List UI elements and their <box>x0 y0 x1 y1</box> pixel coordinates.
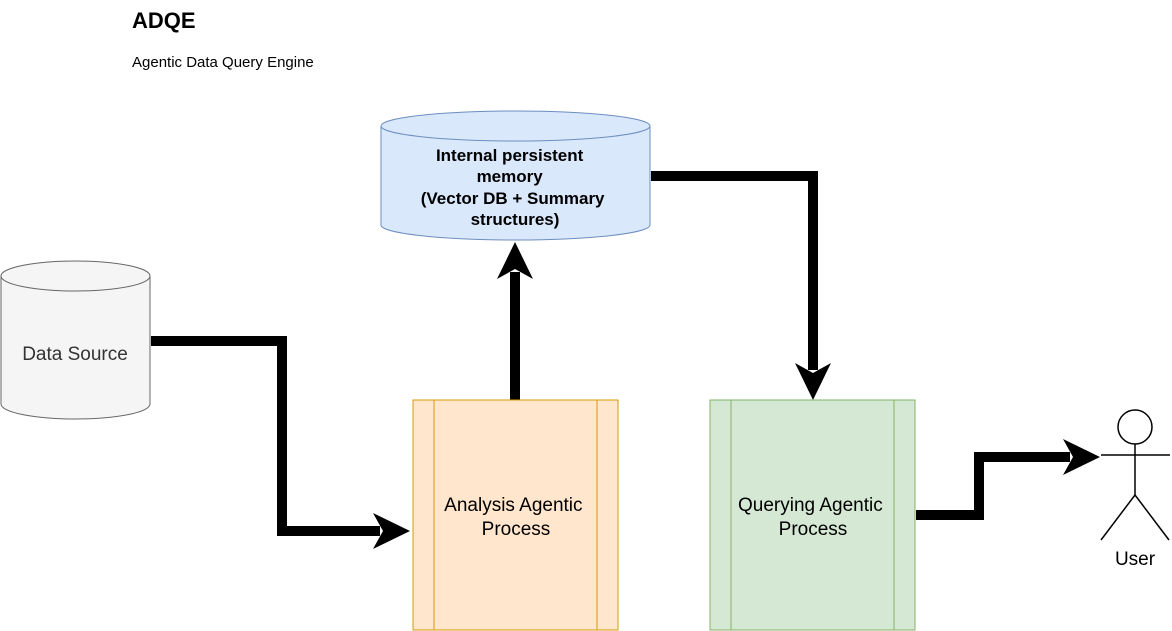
analysis-process-label: Analysis Agentic Process <box>444 495 588 540</box>
analysis-label-line: Process <box>482 519 551 540</box>
diagram-title: ADQE <box>132 8 196 33</box>
edge-memory-to-querying <box>651 171 831 400</box>
data-source-node: Data Source <box>0 260 151 420</box>
arrowhead-up <box>497 242 533 279</box>
analysis-process-node: Analysis Agentic Process <box>412 399 619 631</box>
memory-cylinder-body <box>380 126 651 241</box>
memory-label-line: Internal persistent <box>436 146 584 165</box>
data-source-cylinder-top <box>0 260 151 292</box>
querying-label-line: Process <box>779 519 848 540</box>
memory-label: Internal persistent memory (Vector DB + … <box>421 146 610 229</box>
analysis-process-box <box>412 399 619 631</box>
user-actor-node: User <box>1100 409 1170 570</box>
memory-label-line: memory <box>477 167 544 186</box>
edge-data-source-to-analysis <box>151 336 410 549</box>
user-label: User <box>1115 549 1156 570</box>
querying-process-box <box>709 399 916 631</box>
data-source-cylinder-body <box>0 276 151 420</box>
arrowhead-right <box>373 513 410 549</box>
edge-analysis-to-memory <box>497 242 533 400</box>
internal-memory-node: Internal persistent memory (Vector DB + … <box>380 110 651 241</box>
querying-label-line: Querying Agentic <box>738 495 883 516</box>
memory-cylinder-top <box>380 110 651 142</box>
querying-process-node: Querying Agentic Process <box>709 399 916 631</box>
arrowhead-down <box>795 363 831 400</box>
memory-label-line: structures) <box>471 210 560 229</box>
data-source-label: Data Source <box>22 344 128 365</box>
querying-process-label: Querying Agentic Process <box>738 495 888 540</box>
analysis-label-line: Analysis Agentic <box>444 495 582 516</box>
arrowhead-right <box>1063 439 1100 475</box>
user-stick-figure-icon <box>1100 409 1170 541</box>
memory-label-line: (Vector DB + Summary <box>421 189 605 208</box>
edge-querying-to-user <box>916 439 1100 520</box>
diagram-subtitle: Agentic Data Query Engine <box>132 54 314 71</box>
